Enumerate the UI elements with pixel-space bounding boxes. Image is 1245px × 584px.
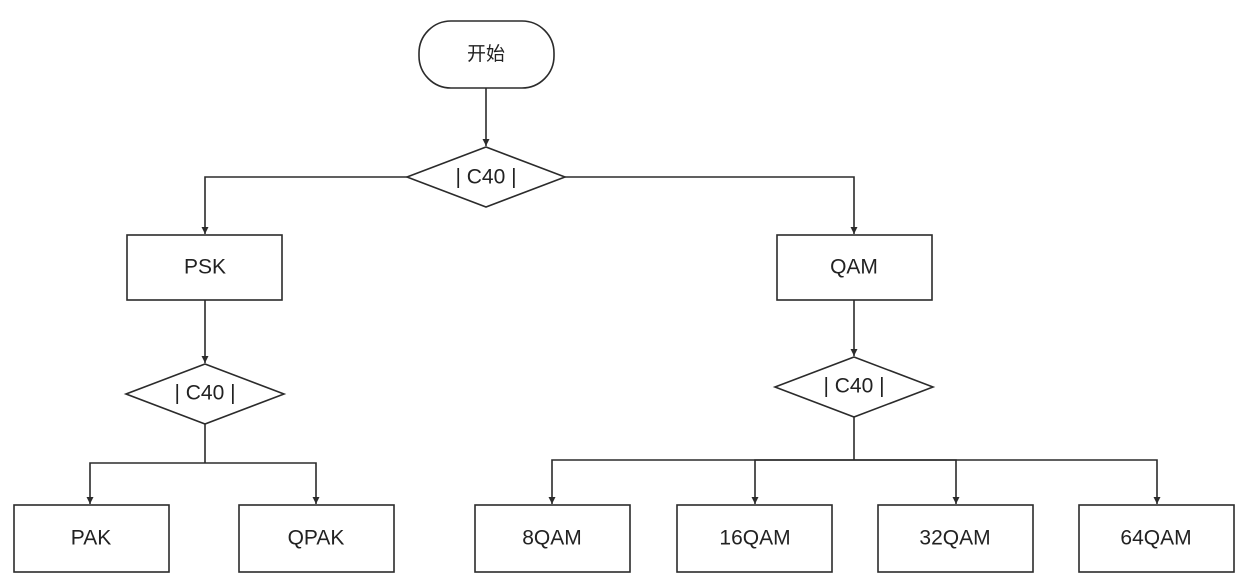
qam16-node[interactable]: 16QAM bbox=[676, 504, 833, 573]
edge-decision-right-to-64qam bbox=[854, 459, 1161, 504]
decision-left-label: | C40 | bbox=[174, 382, 235, 405]
qpak-node-shape bbox=[238, 504, 395, 573]
pak-node[interactable]: PAK bbox=[13, 504, 170, 573]
edge-decision-right-to-8qam bbox=[548, 459, 854, 504]
qam8-node-label: 8QAM bbox=[522, 527, 582, 550]
decision-left-shape bbox=[123, 363, 287, 425]
psk-node-shape bbox=[126, 234, 283, 301]
edge-decision-to-psk bbox=[201, 176, 407, 234]
decision-top-node[interactable]: | C40 | bbox=[404, 146, 568, 208]
decision-left-node[interactable]: | C40 | bbox=[123, 363, 287, 425]
edge-decision-left-to-qpak bbox=[205, 462, 320, 504]
qam8-node[interactable]: 8QAM bbox=[474, 504, 631, 573]
qam64-node-label: 64QAM bbox=[1120, 527, 1191, 550]
qam-node[interactable]: QAM bbox=[776, 234, 933, 301]
start-node-shape bbox=[418, 20, 555, 89]
psk-node-label: PSK bbox=[184, 256, 226, 279]
edges bbox=[86, 88, 1161, 504]
pak-node-shape bbox=[13, 504, 170, 573]
qam-node-label: QAM bbox=[830, 256, 878, 279]
start-node-label: 开始 bbox=[467, 43, 505, 65]
pak-node-label: PAK bbox=[71, 527, 111, 550]
qam64-node[interactable]: 64QAM bbox=[1078, 504, 1235, 573]
qam32-node-label: 32QAM bbox=[919, 527, 990, 550]
qam32-node-shape bbox=[877, 504, 1034, 573]
decision-right-node[interactable]: | C40 | bbox=[772, 356, 936, 418]
qam-node-shape bbox=[776, 234, 933, 301]
edge-decision-right-to-32qam bbox=[854, 459, 960, 504]
qam64-node-shape bbox=[1078, 504, 1235, 573]
decision-top-shape bbox=[404, 146, 568, 208]
qam32-node[interactable]: 32QAM bbox=[877, 504, 1034, 573]
psk-node[interactable]: PSK bbox=[126, 234, 283, 301]
qam16-node-shape bbox=[676, 504, 833, 573]
qpak-node[interactable]: QPAK bbox=[238, 504, 395, 573]
edge-decision-left-to-pak bbox=[86, 462, 205, 504]
edge-decision-right-to-16qam bbox=[751, 459, 854, 504]
qpak-node-label: QPAK bbox=[288, 527, 345, 550]
decision-right-label: | C40 | bbox=[823, 375, 884, 398]
edge-decision-to-qam bbox=[565, 176, 858, 234]
qam8-node-shape bbox=[474, 504, 631, 573]
decision-top-label: | C40 | bbox=[455, 166, 516, 189]
qam16-node-label: 16QAM bbox=[719, 527, 790, 550]
start-node[interactable]: 开始 bbox=[418, 20, 555, 89]
decision-right-shape bbox=[772, 356, 936, 418]
